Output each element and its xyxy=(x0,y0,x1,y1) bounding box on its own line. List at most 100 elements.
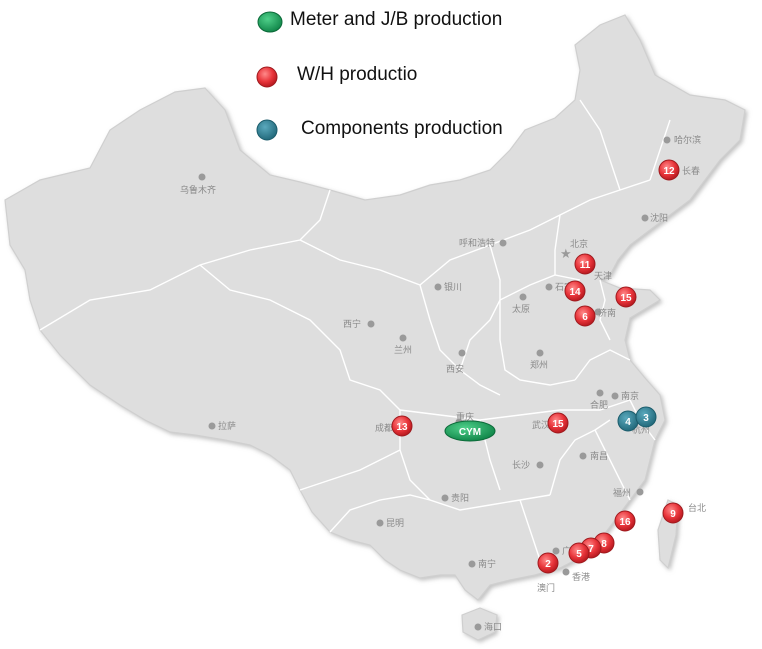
svg-text:6: 6 xyxy=(582,312,588,323)
svg-text:西宁: 西宁 xyxy=(343,318,361,330)
svg-text:拉萨: 拉萨 xyxy=(218,420,236,432)
svg-text:合肥: 合肥 xyxy=(590,399,608,411)
city-beijing: ★北京 xyxy=(560,238,588,261)
svg-text:7: 7 xyxy=(588,544,594,555)
city-taiyuan: 太原 xyxy=(512,293,530,315)
svg-text:香港: 香港 xyxy=(572,571,590,583)
marker-15: 15 xyxy=(615,286,637,308)
city-lhasa: 拉萨 xyxy=(208,420,236,432)
svg-text:11: 11 xyxy=(580,260,591,271)
svg-text:5: 5 xyxy=(576,549,582,560)
svg-text:15: 15 xyxy=(552,419,564,430)
svg-text:武汉: 武汉 xyxy=(532,419,550,431)
province-borders xyxy=(39,99,671,561)
city-hefei: 合肥 xyxy=(590,389,608,411)
legend-meter-jb: Meter and J/B production xyxy=(257,9,502,33)
marker-6: 6 xyxy=(574,305,596,327)
city-macau: 澳门 xyxy=(537,582,555,594)
svg-text:南京: 南京 xyxy=(621,390,639,402)
legend-wh: W/H productio xyxy=(256,64,417,88)
svg-text:Components production: Components production xyxy=(301,118,503,139)
svg-text:15: 15 xyxy=(620,293,632,304)
city-xian: 西安 xyxy=(446,349,466,375)
svg-text:昆明: 昆明 xyxy=(386,518,404,529)
city-zhengzhou: 郑州 xyxy=(530,349,548,371)
svg-text:太原: 太原 xyxy=(512,303,530,315)
marker-10: 11 xyxy=(574,253,596,275)
city-wuhan: 武汉 xyxy=(532,419,550,431)
svg-text:12: 12 xyxy=(663,166,675,177)
svg-text:W/H productio: W/H productio xyxy=(297,64,417,85)
svg-text:13: 13 xyxy=(396,422,408,433)
production-markers: 12 11 14 15 6 13 15 16 9 8 7 5 2 4 3 CYM xyxy=(391,159,684,574)
city-harbin: 哈尔滨 xyxy=(663,134,701,146)
svg-text:8: 8 xyxy=(601,539,607,550)
svg-text:2: 2 xyxy=(545,559,551,570)
svg-text:澳门: 澳门 xyxy=(537,582,555,594)
city-fuzhou: 福州 xyxy=(613,487,644,499)
svg-text:呼和浩特: 呼和浩特 xyxy=(459,237,495,249)
city-nanjing: 南京 xyxy=(611,390,639,402)
svg-text:乌鲁木齐: 乌鲁木齐 xyxy=(180,184,216,196)
marker-5: 5 xyxy=(568,542,590,564)
city-nanning: 南宁 xyxy=(468,558,496,570)
marker-9: 9 xyxy=(662,502,684,524)
city-lanzhou: 兰州 xyxy=(394,334,412,356)
svg-text:郑州: 郑州 xyxy=(530,359,548,371)
svg-text:南昌: 南昌 xyxy=(590,450,608,462)
svg-text:16: 16 xyxy=(619,517,631,528)
city-hohhot: 呼和浩特 xyxy=(459,237,507,249)
marker-3: 3 xyxy=(635,406,657,428)
city-hongkong: 香港 xyxy=(562,568,590,583)
city-labels: 乌鲁木齐 哈尔滨 长春 沈阳 ★北京 天津 呼和浩特 银川 太原 石家庄 济南 … xyxy=(180,134,706,633)
svg-text:长沙: 长沙 xyxy=(512,459,530,471)
city-tianjin: 天津 xyxy=(594,271,612,282)
marker-14: 15 xyxy=(547,412,569,434)
svg-text:台北: 台北 xyxy=(688,502,706,514)
svg-text:贵阳: 贵阳 xyxy=(451,492,469,504)
red-circle-icon xyxy=(256,66,278,88)
svg-text:西安: 西安 xyxy=(446,363,464,375)
marker-13: 14 xyxy=(564,280,586,302)
svg-text:海口: 海口 xyxy=(484,621,502,633)
svg-text:沈阳: 沈阳 xyxy=(650,212,668,224)
green-circle-icon xyxy=(257,11,283,33)
svg-text:Meter and J/B production: Meter and J/B production xyxy=(290,9,502,30)
teal-circle-icon xyxy=(256,119,278,141)
svg-text:重庆: 重庆 xyxy=(456,411,474,423)
svg-text:长春: 长春 xyxy=(682,165,700,177)
city-urumqi: 乌鲁木齐 xyxy=(180,173,216,196)
city-guiyang: 贵阳 xyxy=(441,492,469,504)
marker-12: 13 xyxy=(391,415,413,437)
svg-text:兰州: 兰州 xyxy=(394,344,412,356)
svg-text:北京: 北京 xyxy=(570,238,588,250)
legend-components: Components production xyxy=(256,118,503,141)
svg-text:14: 14 xyxy=(569,287,581,298)
marker-4: 4 xyxy=(617,410,639,432)
marker-11: 12 xyxy=(658,159,680,181)
marker-cym: CYM xyxy=(444,420,496,442)
svg-text:银川: 银川 xyxy=(444,281,462,293)
city-nanchang: 南昌 xyxy=(579,450,608,462)
mainland-shape xyxy=(4,14,746,641)
svg-text:3: 3 xyxy=(643,413,649,424)
city-shenyang: 沈阳 xyxy=(641,212,668,224)
svg-text:CYM: CYM xyxy=(459,427,481,438)
city-chengdu: 成都 xyxy=(375,422,393,434)
city-changsha: 长沙 xyxy=(512,459,544,471)
city-yinchuan: 银川 xyxy=(434,281,462,293)
svg-text:南宁: 南宁 xyxy=(478,558,496,570)
city-xining: 西宁 xyxy=(343,318,375,330)
city-haikou: 海口 xyxy=(474,621,502,633)
svg-text:4: 4 xyxy=(625,417,631,428)
city-jinan: 济南 xyxy=(594,307,616,319)
svg-text:哈尔滨: 哈尔滨 xyxy=(674,134,701,146)
map-legend: Meter and J/B production W/H productio C… xyxy=(256,9,503,141)
svg-text:福州: 福州 xyxy=(613,487,631,499)
marker-2: 2 xyxy=(537,552,559,574)
city-taipei: 台北 xyxy=(688,502,706,514)
svg-text:成都: 成都 xyxy=(375,422,393,434)
city-kunming: 昆明 xyxy=(376,518,404,529)
city-changchun: 长春 xyxy=(682,165,700,177)
